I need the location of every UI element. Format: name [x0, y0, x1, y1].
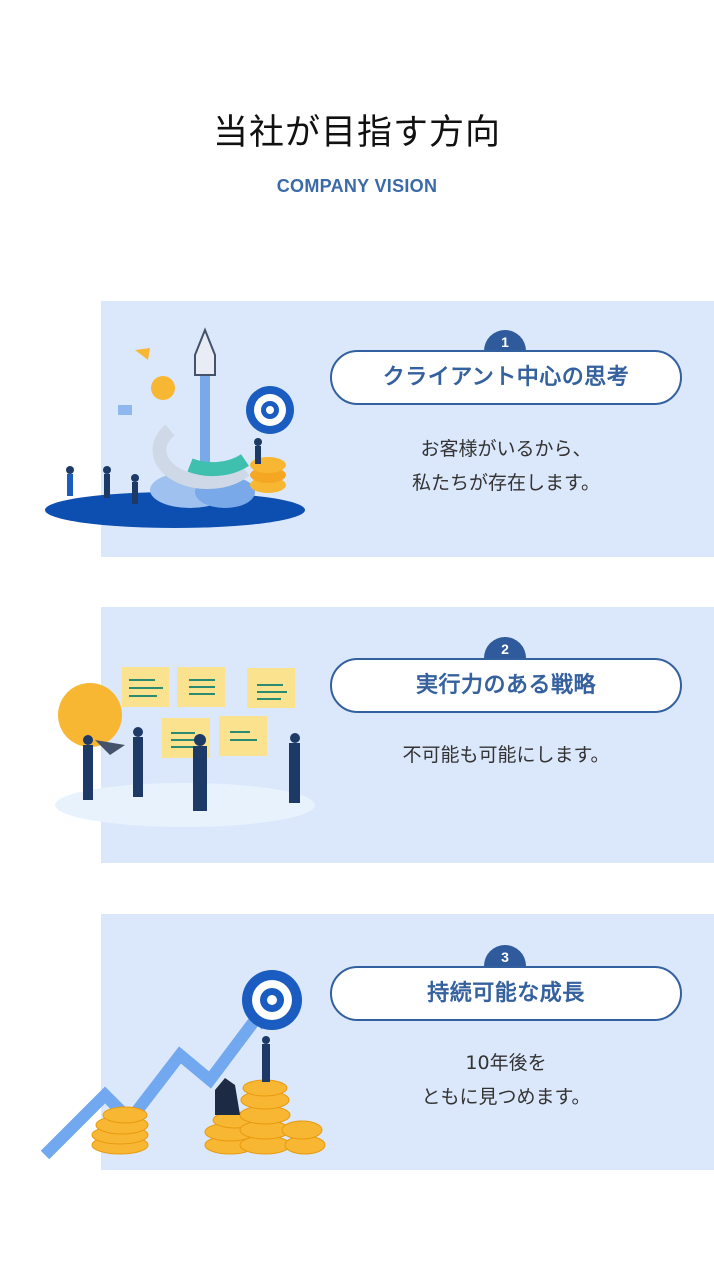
page-title: 当社が目指す方向 [212, 113, 501, 153]
vision-title-pill-2: 実行力のある戦略 [330, 658, 682, 713]
vision-title-pill-3: 持続可能な成長 [330, 966, 682, 1021]
vision-panel-3 [101, 914, 714, 1170]
vision-title-2: 実行力のある戦略 [415, 673, 596, 698]
vision-description-3: 10年後を ともに見つめます。 [421, 1052, 591, 1108]
rocket-launch-teamwork-illustration [45, 327, 305, 528]
growth-arrow-coins-target-illustration [40, 970, 326, 1160]
vision-description-2: 不可能も可能にします。 [402, 744, 610, 766]
vision-title-pill-1: クライアント中心の思考 [330, 350, 682, 405]
vision-description-1: お客様がいるから、 私たちが存在します。 [411, 438, 601, 494]
vision-title-1: クライアント中心の思考 [382, 365, 630, 390]
vision-title-3: 持続可能な成長 [427, 981, 585, 1006]
lightbulb-sticky-notes-strategy-illustration [55, 667, 315, 827]
page-subtitle: COMPANY VISION [276, 176, 438, 196]
